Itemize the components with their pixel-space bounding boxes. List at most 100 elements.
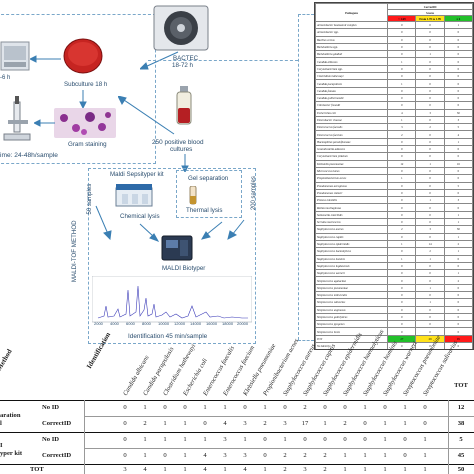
score-low-cell: 1 [387,115,417,125]
pathogen-name: Staphylococcus lugdunensis [315,261,389,271]
spectrum-tick: 4000 [110,321,119,326]
score-low-cell: 0 [387,196,417,205]
score-high-cell: 0 [443,86,473,95]
value-cell: 3 [243,420,247,427]
value-cell: 3 [283,420,287,427]
score-low-cell: 0 [387,320,417,329]
score-mid-cell: 2 [415,123,445,132]
biotyper-label: MALDI Biotyper [162,265,206,272]
spectrum-tick: 2000 [94,321,103,326]
score-mid-cell: 0 [415,320,445,329]
value-cell: 0 [383,404,387,411]
score-high-cell: 0 [443,64,473,74]
score-high-cell: 1 [443,137,473,147]
value-cell: 1 [383,452,387,459]
score-mid-cell: 1 [415,196,445,205]
score-mid-cell: 0 [415,115,445,125]
value-cell: 1 [383,466,387,473]
score-mid-cell: 0 [415,276,445,285]
score-low-cell: 3 [387,123,417,132]
correct-id-grid: Pathogens CorrectID Scores < 1.69 From 1… [315,3,473,349]
value-cell: 1 [363,404,367,411]
incubate-time-label: -6 h [0,75,11,81]
spectrum-tick: 10000 [158,321,170,326]
score-mid-cell: 1 [415,283,445,293]
score-high-cell: 0 [443,312,473,322]
gram-stain-image [54,108,116,138]
score-mid-cell: 0 [415,93,445,103]
score-low-cell: 0 [387,137,417,147]
pathogen-name: Staphylococcus aureus [315,225,389,234]
score-mid-cell: 0 [415,20,445,30]
row-label: TOT [30,466,44,473]
value-cell: 4 [143,466,147,473]
value-cell: 1 [223,404,227,411]
value-cell: 4 [243,466,247,473]
method-header: Method [0,347,14,372]
row-label: CorrectID [42,420,72,427]
pathogen-name: Streptococcus pneumoniae [315,283,389,293]
bactec-time-label: 18-72 h [172,62,193,69]
pathogen-name: Acinetobacter baumannii complex [315,20,389,30]
pathogen-name: Streptococcus gallolyticus [315,312,389,322]
spectrum-tick: 6000 [126,321,135,326]
blood-culture-bottle-image [176,86,192,125]
score-mid-cell: 0 [415,188,445,198]
value-cell: 0 [363,436,367,443]
score-mid-cell: 1 [415,159,445,168]
sepsityper-label: Maldi Sepsityper kit [110,171,164,178]
score-mid-cell: 0 [415,64,445,74]
value-cell: 17 [301,420,309,427]
chemical-lysis-label: Chemical lysis [120,213,160,220]
value-cell: 0 [163,404,167,411]
spectrum-tick: 18000 [222,321,234,326]
maldi-spectrum-plot [92,276,252,323]
score-high-cell: 0 [443,72,473,81]
value-cell: 1 [183,436,187,443]
score-high-cell: 4 [443,130,473,139]
pathogen-name: Klebsiella pneumoniae [315,159,389,168]
value-cell: 0 [343,436,347,443]
score-high-cell: 3 [443,196,473,205]
score-mid-cell: 3 [415,225,445,234]
pathogen-name: Corynebacterium spp. [315,64,389,74]
bactec-outline [148,60,298,61]
score-low-cell: 0 [387,305,417,314]
pathogen-name: Proteus mirabilis [315,196,389,205]
gel-method-box [176,170,242,218]
score-low-cell: 0 [387,86,417,95]
table-top-rule [0,400,474,401]
table-vsep-tot [448,400,449,474]
method-sepsityper-label-2: yper kit [0,450,23,457]
value-cell: 1 [183,466,187,473]
score-low-cell: 2 [387,225,417,234]
score-high-cell: 2 [443,239,473,249]
pathogen-name: Citrobacter freundii [315,101,389,110]
score-low-cell: 12 [387,159,417,168]
score-mid-cell: 3 [415,108,445,117]
score-low-cell: 1 [387,239,417,249]
score-high-cell: 30 [443,225,473,234]
score-low-cell: 0 [387,210,417,220]
samples-right-label: 200 samples [250,176,257,211]
value-cell: 2 [263,420,267,427]
pathogen-name: Clostridium hathewayi [315,72,389,81]
score-high-cell: 2 [443,276,473,285]
pathogen-name: Candida albicans [315,57,389,66]
pathogen-name: Streptococcus anginosus [315,305,389,314]
value-cell: 3 [123,466,127,473]
pathogen-name: Staphylococcus haemolyticus [315,247,389,256]
score-high-cell: 0 [443,101,473,110]
score-low-cell: 0 [387,64,417,74]
score-low-cell: 0 [387,181,417,190]
identification-time-label: Identification 45 min/sample [128,333,208,340]
